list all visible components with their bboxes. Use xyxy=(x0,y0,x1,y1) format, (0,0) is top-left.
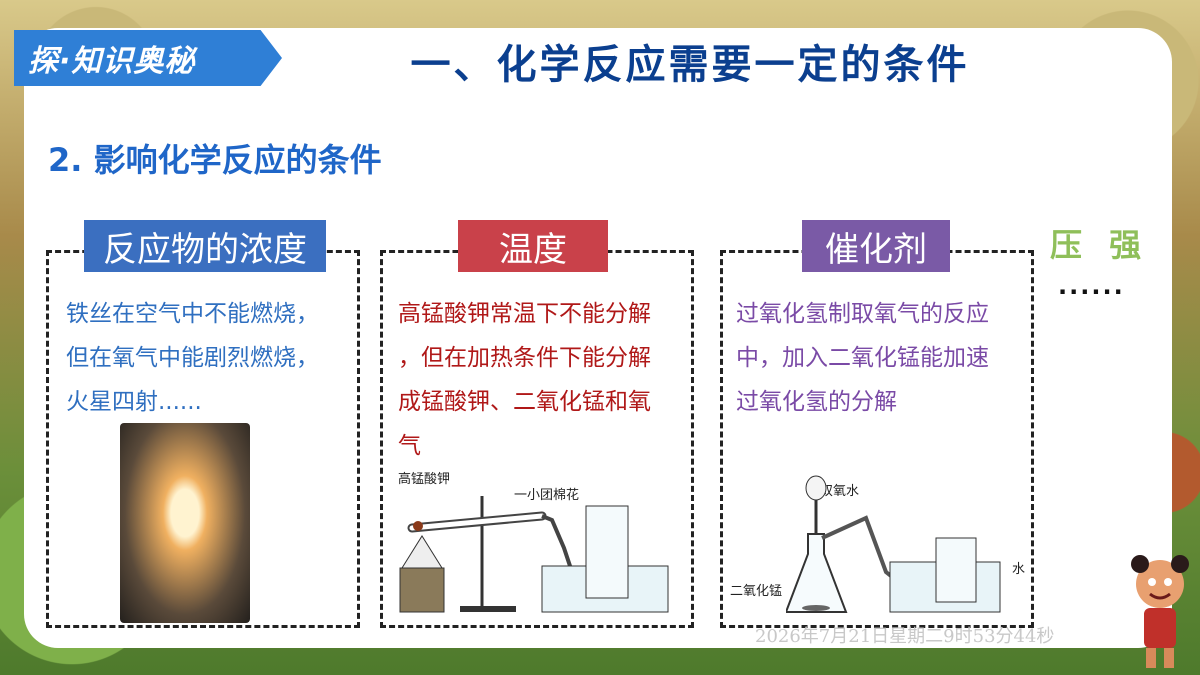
apparatus-label-mno2: 二氧化锰 xyxy=(730,584,783,599)
kmno4-heating-apparatus xyxy=(399,496,669,613)
text-line: ，但在加热条件下能分解 xyxy=(398,345,651,371)
card-label-temperature: 温度 xyxy=(458,220,608,272)
card-label-catalyst: 催化剂 xyxy=(802,220,950,272)
timestamp-watermark: 2026年7月21日星期二9时53分44秒 xyxy=(755,626,1055,647)
section-subtitle: 2. 影响化学反应的条件 xyxy=(48,141,382,179)
text-line: 火星四射...... xyxy=(66,389,202,415)
section-tag: 探·知识奥秘 xyxy=(14,30,282,86)
text-line: 过氧化氢制取氧气的反应 xyxy=(736,301,989,327)
text-line: 铁丝在空气中不能燃烧， xyxy=(66,301,319,327)
apparatus-label-h2o2: 双氧水 xyxy=(820,484,860,499)
text-line: 过氧化氢的分解 xyxy=(736,389,897,415)
text-line: 气 xyxy=(398,433,421,459)
iron-wire-burning-photo xyxy=(120,423,250,623)
text-line: 高锰酸钾常温下不能分解 xyxy=(398,301,651,327)
card-text-temperature: 高锰酸钾常温下不能分解 ，但在加热条件下能分解 成锰酸钾、二氧化锰和氧 气 xyxy=(398,292,690,468)
apparatus-label-cotton: 一小团棉花 xyxy=(514,488,580,503)
ellipsis-dots: ...... xyxy=(1058,272,1125,300)
card-label-concentration: 反应物的浓度 xyxy=(84,220,326,272)
h2o2-decomposition-apparatus xyxy=(786,475,1001,613)
text-line: 但在氧气中能剧烈燃烧， xyxy=(66,345,319,371)
page-title: 一、化学反应需要一定的条件 xyxy=(410,42,970,88)
card-text-concentration: 铁丝在空气中不能燃烧， 但在氧气中能剧烈燃烧， 火星四射...... xyxy=(66,292,356,424)
card-text-catalyst: 过氧化氢制取氧气的反应 中，加入二氧化锰能加速 过氧化氢的分解 xyxy=(736,292,1028,424)
text-line: 中，加入二氧化锰能加速 xyxy=(736,345,989,371)
apparatus-label-kmno4: 高锰酸钾 xyxy=(398,472,451,487)
pressure-label: 压 强 xyxy=(1050,226,1150,264)
apparatus-label-water: 水 xyxy=(1012,562,1026,577)
cartoon-mascot-icon xyxy=(1131,555,1189,668)
text-line: 成锰酸钾、二氧化锰和氧 xyxy=(398,389,651,415)
